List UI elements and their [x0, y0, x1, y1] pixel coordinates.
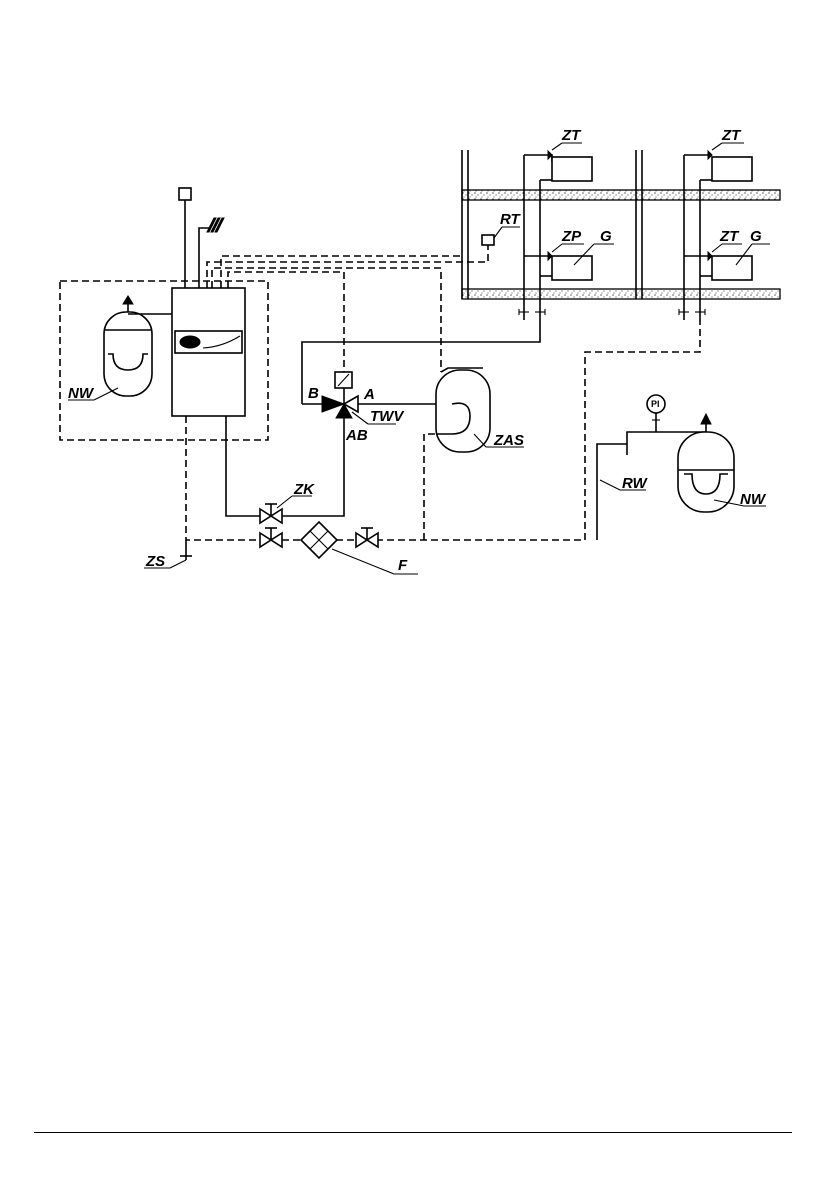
label-nw-right: NW — [740, 491, 767, 508]
label-port-ab: AB — [345, 427, 368, 444]
label-port-a: A — [363, 386, 375, 403]
label-f: F — [398, 557, 408, 574]
label-zs: ZS — [145, 553, 165, 570]
label-port-b: B — [308, 385, 319, 402]
air-vent-icon — [123, 296, 133, 304]
label-zk: ZK — [293, 481, 315, 498]
isolating-valve-zk — [260, 496, 312, 523]
radiator-mid-right — [712, 256, 752, 280]
radiator-top-left — [552, 157, 592, 181]
floor-slab-lower — [462, 289, 780, 299]
air-vent-icon — [701, 414, 711, 424]
label-zas: ZAS — [493, 432, 524, 449]
label-rw: RW — [622, 475, 649, 492]
label-zt-mid-right: ZT — [719, 228, 740, 245]
label-g-right: G — [750, 228, 762, 245]
floor-slab-upper — [462, 190, 780, 200]
radiator-mid-left — [552, 256, 592, 280]
label-rt: RT — [500, 211, 522, 228]
label-zt-top-right: ZT — [721, 127, 742, 144]
boiler-logo — [180, 336, 200, 348]
flue-pipes — [179, 188, 224, 288]
label-nw-left: NW — [68, 385, 95, 402]
label-pi: PI — [651, 399, 660, 409]
isolating-valve-return-right — [356, 528, 378, 547]
label-zp: ZP — [561, 228, 582, 245]
flue-terminal-icon — [179, 188, 191, 200]
isolating-valve-return-left — [260, 528, 282, 547]
footer-rule — [34, 1132, 792, 1133]
label-g-left: G — [600, 228, 612, 245]
room-thermostat-icon — [482, 235, 494, 245]
radiator-top-right — [712, 157, 752, 181]
label-zt-top-left: ZT — [561, 127, 582, 144]
label-twv: TWV — [370, 408, 405, 425]
expansion-vessel-left — [104, 296, 172, 396]
